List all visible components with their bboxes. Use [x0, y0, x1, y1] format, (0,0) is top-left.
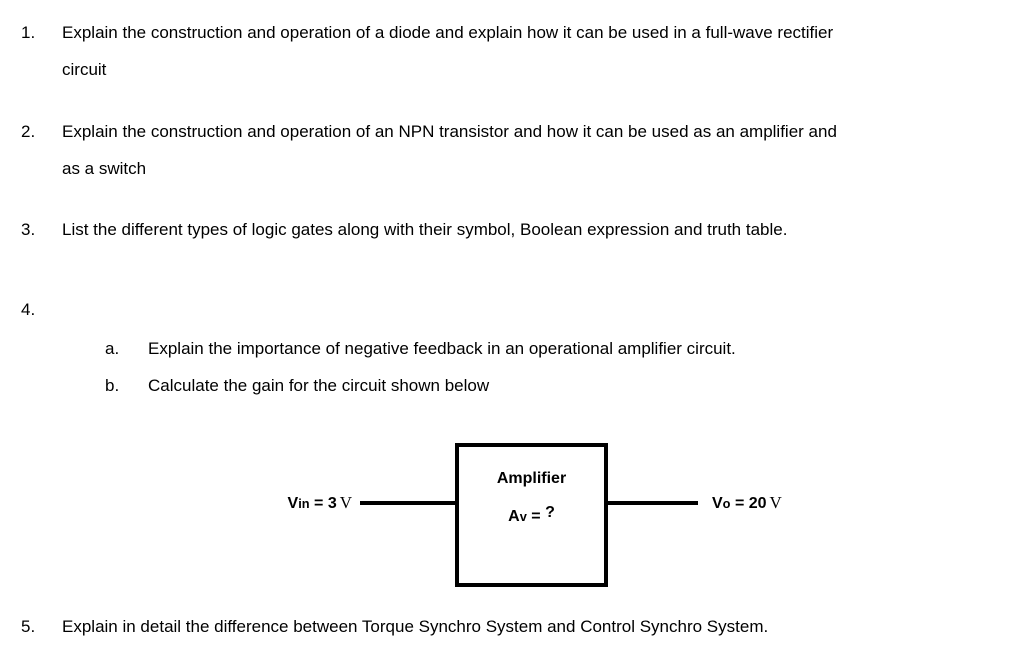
output-value: 20: [748, 495, 767, 512]
input-unit: V: [339, 493, 352, 512]
sub-question-letter: b.: [105, 376, 120, 395]
question-number: 4.: [21, 300, 36, 319]
question-number-line: [62, 291, 1018, 328]
question-item-1: 1. Explain the construction and operatio…: [0, 14, 1024, 88]
input-wire: [360, 501, 455, 505]
gain-expression: Av = ?: [508, 504, 555, 527]
question-item-4: 4. a. Explain the importance of negative…: [0, 291, 1024, 404]
question-line: Explain the construction and operation o…: [62, 122, 837, 141]
question-item-3: 3. List the different types of logic gat…: [0, 211, 1024, 248]
question-item-5: 5. Explain in detail the difference betw…: [0, 608, 1024, 645]
amplifier-block: Amplifier Av = ?: [455, 443, 608, 587]
gain-symbol-subscript: v: [519, 509, 527, 524]
sub-question-b: b. Calculate the gain for the circuit sh…: [62, 367, 1018, 404]
gain-symbol: A: [508, 508, 520, 525]
sub-question-a: a. Explain the importance of negative fe…: [62, 330, 1018, 367]
input-symbol: V: [287, 495, 299, 512]
question-line: Explain in detail the difference between…: [62, 617, 769, 636]
question-line: List the different types of logic gates …: [62, 220, 788, 239]
question-line: as a switch: [62, 159, 147, 178]
question-line: circuit: [62, 60, 107, 79]
output-equals: =: [734, 495, 745, 512]
input-equals: =: [314, 495, 324, 512]
output-symbol-subscript: o: [722, 496, 731, 511]
input-symbol-subscript: in: [298, 496, 310, 511]
gain-equals: =: [531, 508, 541, 525]
question-item-2: 2. Explain the construction and operatio…: [0, 113, 1024, 187]
question-number: 3.: [21, 220, 36, 239]
question-number: 1.: [21, 23, 36, 42]
question-number: 5.: [21, 617, 36, 636]
output-symbol: V: [712, 495, 723, 512]
amplifier-block-title: Amplifier: [496, 470, 567, 487]
sub-question-text: Explain the importance of negative feedb…: [148, 339, 736, 358]
sub-question-letter: a.: [105, 339, 120, 358]
input-value: 3: [327, 495, 337, 512]
gain-value: ?: [545, 504, 555, 521]
question-line: Explain the construction and operation o…: [62, 23, 834, 42]
output-wire: [608, 501, 698, 505]
sub-question-list: a. Explain the importance of negative fe…: [62, 330, 1018, 404]
sub-question-text: Calculate the gain for the circuit shown…: [148, 376, 490, 395]
question-number: 2.: [21, 122, 36, 141]
output-unit: V: [769, 493, 782, 512]
